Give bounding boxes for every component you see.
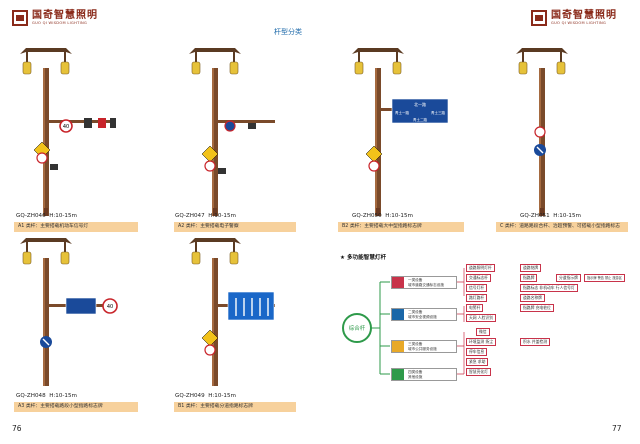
equipment-tag: 指示牌 警告 禁止 旅游区 [584,274,625,282]
brand-logo-left: 国奇智慧照明 GUO QI WISDOM LIGHTING [12,10,98,26]
pole-illustration-b1 [188,237,275,386]
category-box: 三类设备城市公共服务设施 [391,340,457,353]
equipment-tag: 紧急 求助 [466,358,489,366]
equipment-tag: 天网 人脸识别 [466,314,496,322]
guide-sign-line2-right: 青土三路 [431,110,445,115]
section-title: 杆型分类 [274,28,302,36]
equipment-tag: 停车信息 [466,348,488,356]
seal-icon [531,10,547,26]
product-description: B2 类杆：主要搭载大中型指路标志牌 [338,222,464,232]
page-number-left: 76 [12,424,22,433]
brand-name-cn: 国奇智慧照明 [551,10,617,21]
equipment-tag: 指路牌 [520,274,538,282]
equipment-tag: 电警杆 [466,304,484,312]
equipment-tag: 道路名称牌 [520,294,545,302]
guide-sign-line3: 青土二路 [413,117,427,122]
equipment-tag: 道路铭牌 [520,264,542,272]
equipment-tag: 道路照明灯杆 [466,264,495,272]
product-model-label: GQ-ZH047 H:10-15m [175,213,236,219]
pole-illustration-b2: 北一路 青土一路 青土三路 青土二路 [351,47,449,216]
equipment-tag: 积水 井盖检测 [520,338,550,346]
speed-limit-value: 40 [63,124,69,130]
category-box: 二类设备城市安全视频设施 [391,308,457,321]
equipment-tag: 指路牌 充电桩位 [520,304,554,312]
equipment-tag: 环境监测 扬尘 [466,338,496,346]
pole-illustration-c [515,47,569,216]
multifunction-title: ★ 多功能智慧灯杆 [340,255,387,261]
pole-illustration-a1: 40 [20,47,116,216]
product-model-label: GQ-ZH050 H:10-15m [352,213,413,219]
equipment-tag: 分道指示牌 [556,274,581,282]
page-number-right: 77 [612,424,622,433]
equipment-tag: 信号灯杆 [466,284,488,292]
guide-sign-line1: 北一路 [414,101,426,107]
product-model-label: GQ-ZH048 H:10-15m [16,393,77,399]
product-description: B1 类杆：主要搭载分道指路标志牌 [174,402,296,412]
equipment-tag: 路灯路杆 [466,294,488,302]
equipment-tag: 微信 [476,328,490,336]
product-model-label: GQ-ZH046 H:10-15m [16,213,77,219]
product-model-label: GQ-ZH051 H:10-15m [520,213,581,219]
brand-name-en: GUO QI WISDOM LIGHTING [551,21,607,25]
hub-comprehensive-pole: 综合杆 [342,313,372,343]
brand-name-en: GUO QI WISDOM LIGHTING [32,21,88,25]
pole-illustration-a2 [188,47,275,216]
product-description: A1 类杆：主要搭载机动车信号灯 [14,222,138,232]
brand-logo-right: 国奇智慧照明 GUO QI WISDOM LIGHTING [531,10,617,26]
product-description: C 类杆：道路路段合杆、治超预警、可搭载小型指路标志 [496,222,628,232]
equipment-tag: 交通标志杆 [466,274,491,282]
brand-name-cn: 国奇智慧照明 [32,10,98,21]
seal-icon [12,10,28,26]
speed-limit-value: 40 [107,304,113,310]
guide-sign-line2-left: 青土一路 [395,110,409,115]
product-description: A3 类杆：主要搭载路段小型指路标志牌 [14,402,138,412]
multifunction-connectors [368,268,465,375]
equipment-tag: 智慧亮化灯 [466,368,491,376]
product-description: A2 类杆：主要搭载电子警察 [174,222,296,232]
equipment-tag: 指路标志 非机动车 行人信号灯 [520,284,578,292]
pole-illustration-a3: 40 [20,237,118,386]
product-model-label: GQ-ZH049 H:10-15m [175,393,236,399]
category-box: 一类设备城市道路交通标志设施 [391,276,457,289]
category-box: 四类设备其他设施 [391,368,457,381]
